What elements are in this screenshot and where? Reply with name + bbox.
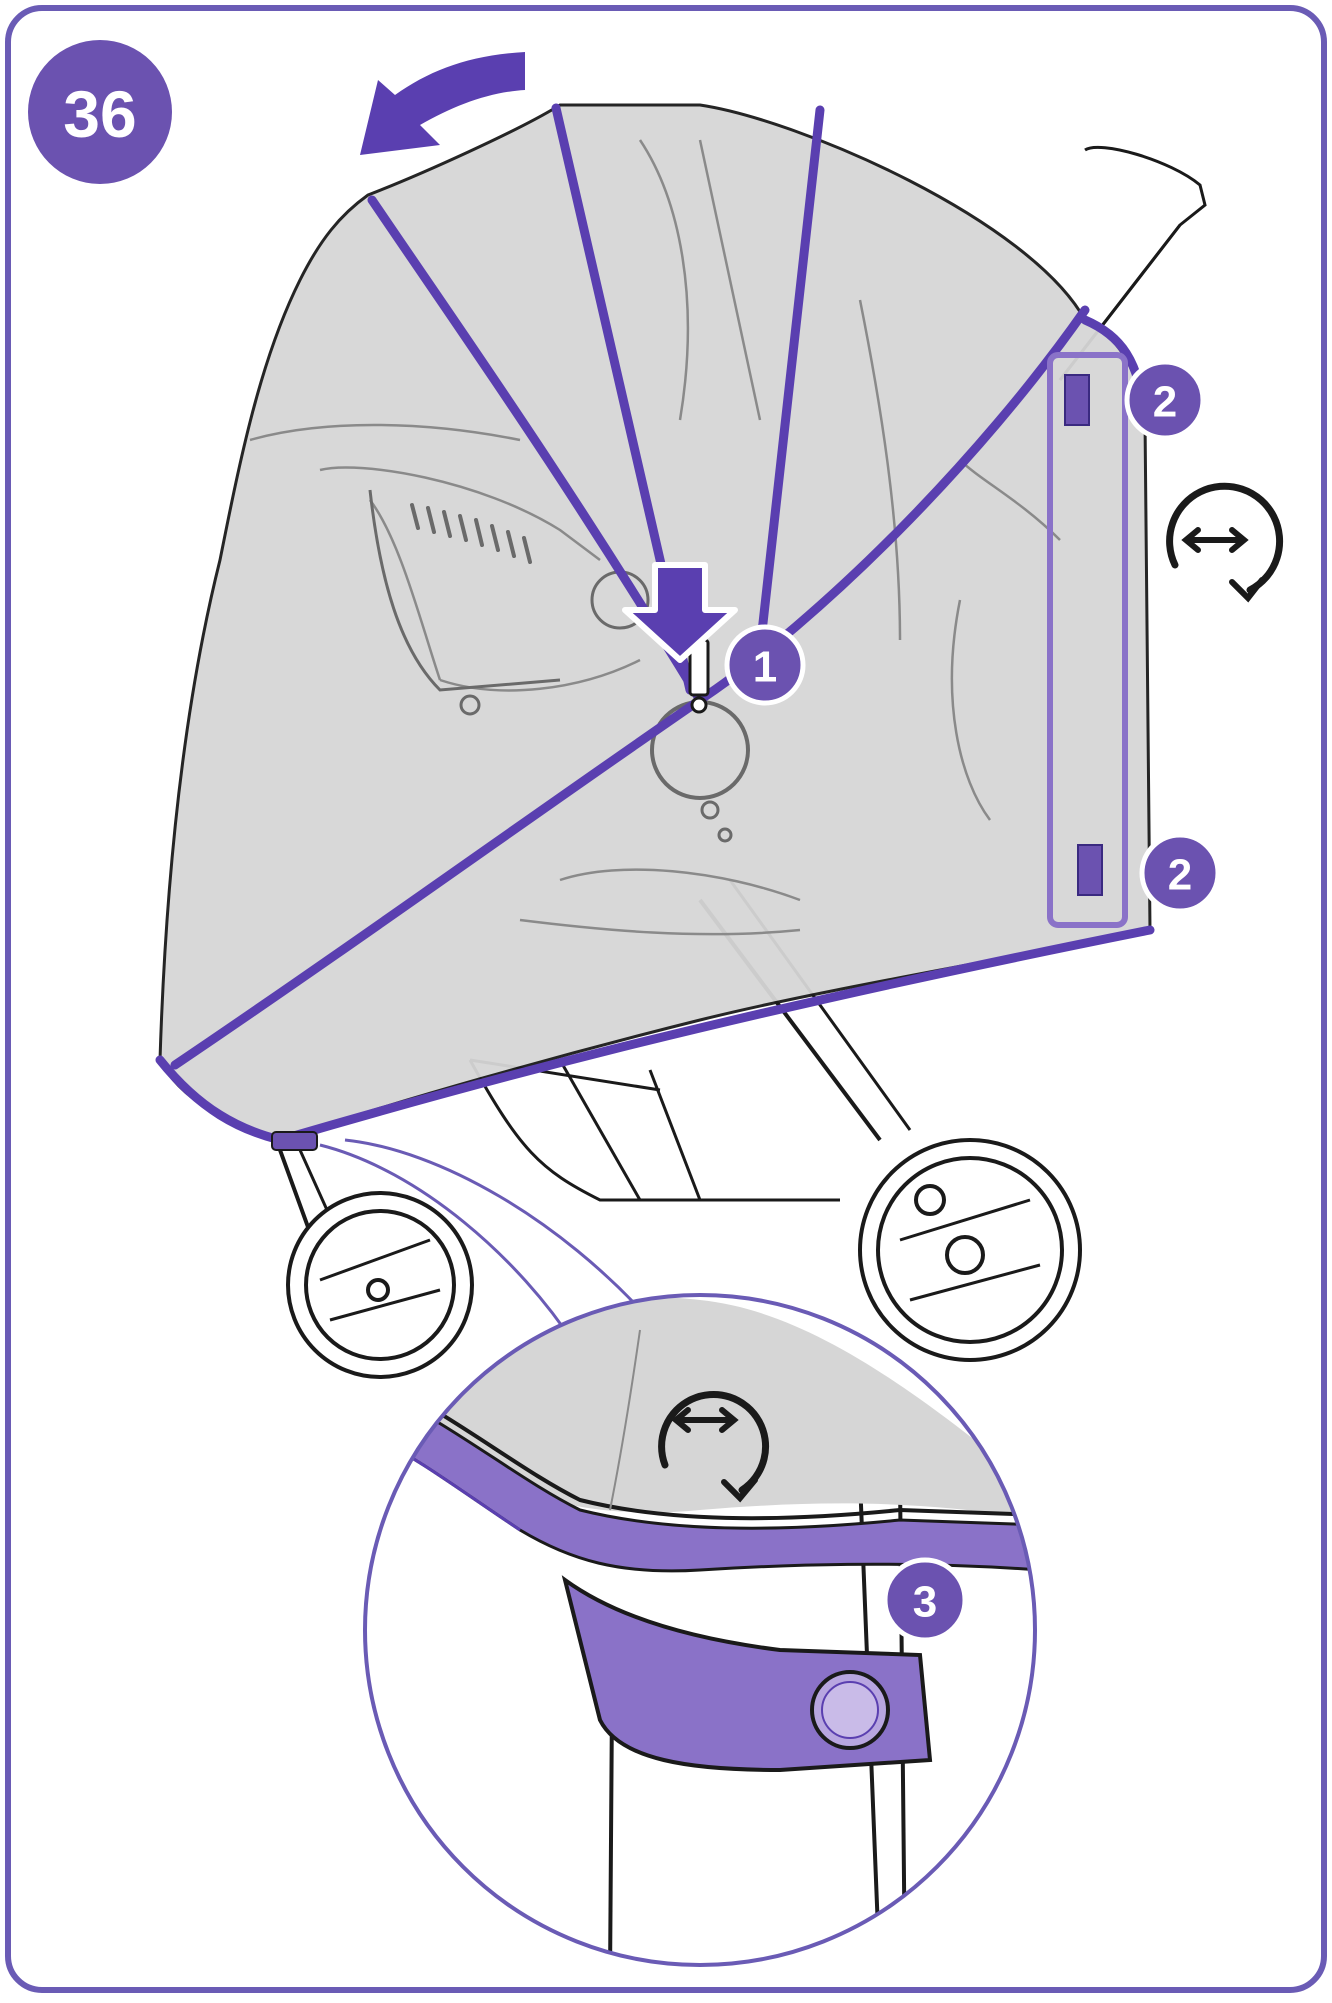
svg-text:3: 3 — [913, 1578, 937, 1627]
down-arrow-icon — [622, 562, 738, 663]
callout-2a: 2 — [1124, 359, 1206, 441]
detail-magnifier — [363, 1293, 1037, 1967]
svg-text:2: 2 — [1153, 378, 1177, 427]
svg-text:1: 1 — [753, 643, 777, 692]
callout-3: 3 — [882, 1557, 968, 1643]
rear-wheel — [858, 1138, 1082, 1362]
detail-leader-lines — [319, 1138, 652, 1346]
strap-tab-upper — [1064, 374, 1090, 426]
svg-text:2: 2 — [1168, 851, 1192, 900]
curved-arrow-left-icon — [360, 52, 525, 155]
front-wheel — [286, 1191, 474, 1379]
rotate-adjust-icon — [1166, 482, 1284, 603]
svg-text:36: 36 — [63, 77, 136, 151]
callout-2b: 2 — [1139, 832, 1221, 914]
rotate-adjust-icon-detail — [658, 1390, 770, 1503]
step-number-badge: 36 — [28, 40, 172, 184]
callout-1: 1 — [724, 624, 806, 706]
strap-tab-lower — [1077, 844, 1103, 896]
